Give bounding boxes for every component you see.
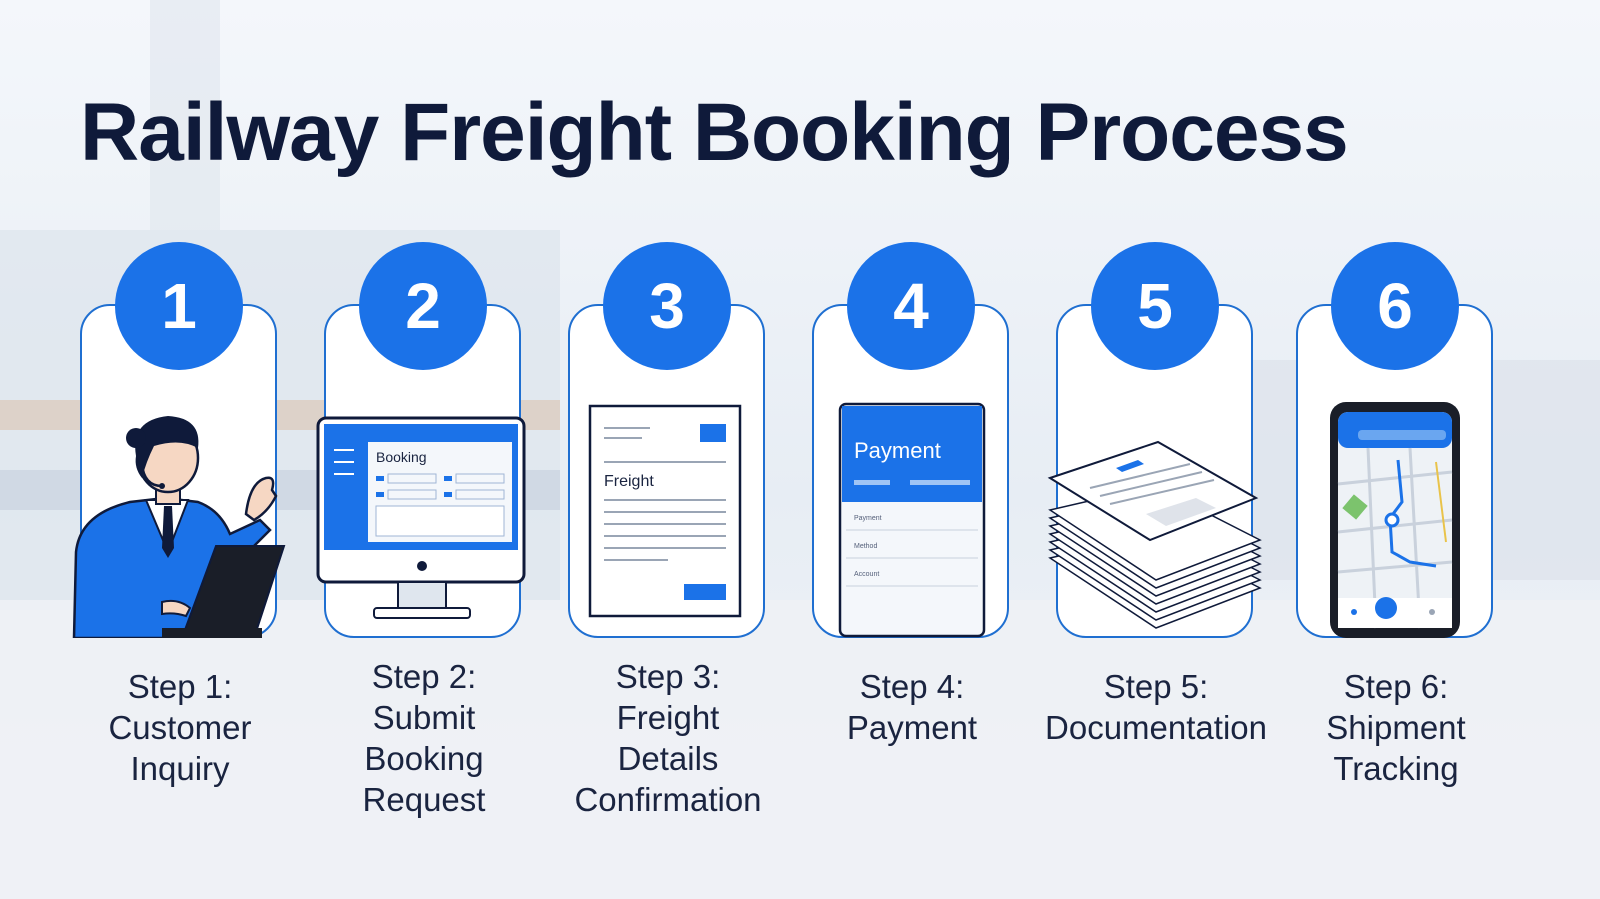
document-label: Freight: [604, 473, 654, 490]
step-caption: Step 6: Shipment Tracking: [1326, 668, 1466, 787]
step-caption: Step 3: Freight Details Confirmation: [574, 658, 762, 818]
screen-label: Booking: [376, 449, 427, 465]
desktop-booking-form-icon: Booking: [316, 416, 526, 619]
step-caption: Step 1: Customer Inquiry: [108, 668, 252, 787]
document-stack-icon: [1047, 440, 1262, 629]
field-label: Method: [854, 543, 877, 550]
step-number-badge: 6: [1331, 242, 1459, 370]
step-number-badge: 1: [115, 242, 243, 370]
field-label: Account: [854, 571, 879, 578]
screen-label: Payment: [854, 438, 941, 463]
step-4: 4 Payment Payment Method Account Step 4:…: [812, 242, 1012, 897]
step-number-badge: 5: [1091, 242, 1219, 370]
mobile-payment-icon: Payment Payment Method Account: [838, 402, 986, 638]
freight-document-icon: Freight: [588, 404, 742, 618]
step-number-badge: 4: [847, 242, 975, 370]
field-label: Payment: [854, 515, 882, 522]
phone-map-tracking-icon: [1330, 402, 1460, 638]
step-number-badge: 3: [603, 242, 731, 370]
step-6: 6 Step 6: Shipment Tracking: [1296, 242, 1496, 897]
step-5: 5 Step 5: Documentation: [1045, 242, 1267, 897]
step-2: 2 Booking Step 2: Submit Booking Request: [316, 242, 526, 897]
step-caption: Step 4: Payment: [846, 668, 978, 746]
page-title: Railway Freight Booking Process: [80, 87, 1349, 178]
step-3: 3 Freight Step 3: Freight Details Confir…: [568, 242, 768, 897]
step-caption: Step 5: Documentation: [1045, 668, 1267, 746]
step-number-badge: 2: [359, 242, 487, 370]
step-1: 1 Step 1: Customer Inquiry: [72, 242, 286, 897]
step-caption: Step 2: Submit Booking Request: [362, 658, 486, 818]
customer-service-agent-icon: [72, 416, 286, 638]
